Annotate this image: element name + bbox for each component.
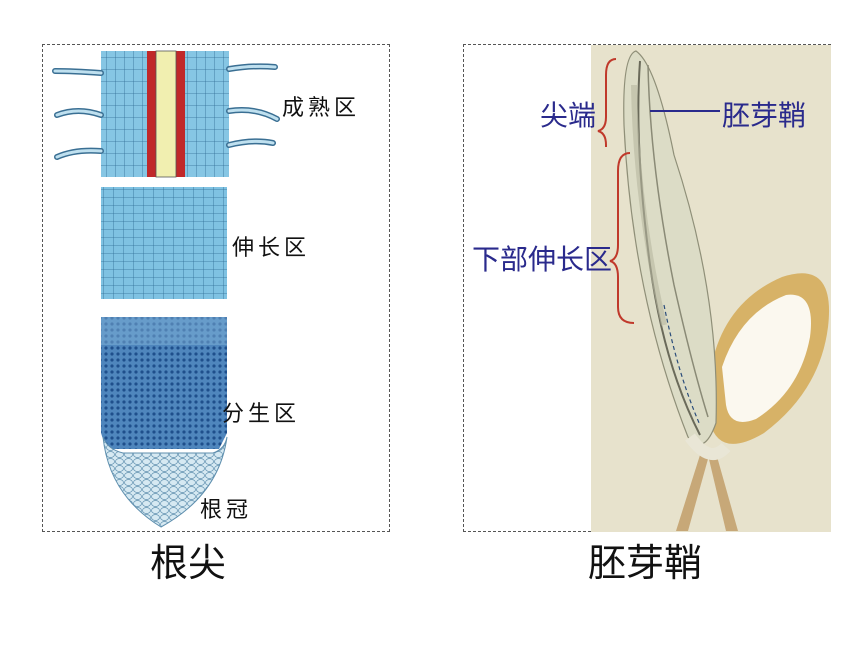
tip-label: 尖端 [540, 99, 597, 132]
coleoptile-illustration [591, 45, 831, 532]
maturation-zone-label: 成熟区 [282, 96, 361, 121]
meristem-zone-label: 分生区 [222, 402, 301, 427]
meristem-zone [101, 317, 227, 449]
coleoptile-sheath [623, 50, 717, 445]
lower-brace [609, 152, 635, 324]
elongation-zone-label: 伸长区 [232, 236, 311, 261]
root-tip-caption: 根尖 [150, 541, 227, 585]
root-tip-illustration [52, 50, 280, 528]
root-cap [102, 436, 228, 528]
root-tip-panel [42, 44, 390, 532]
tip-brace [597, 58, 617, 147]
coleoptile-panel [463, 44, 831, 532]
maturation-zone [52, 50, 280, 178]
coleoptile-name-label: 胚芽鞘 [722, 99, 807, 132]
coleoptile-caption: 胚芽鞘 [588, 541, 703, 585]
root-cap-label: 根冠 [200, 498, 253, 523]
elongation-zone [101, 187, 227, 299]
roots [676, 433, 738, 531]
seed [710, 273, 830, 444]
lower-elongation-label: 下部伸长区 [472, 243, 613, 276]
